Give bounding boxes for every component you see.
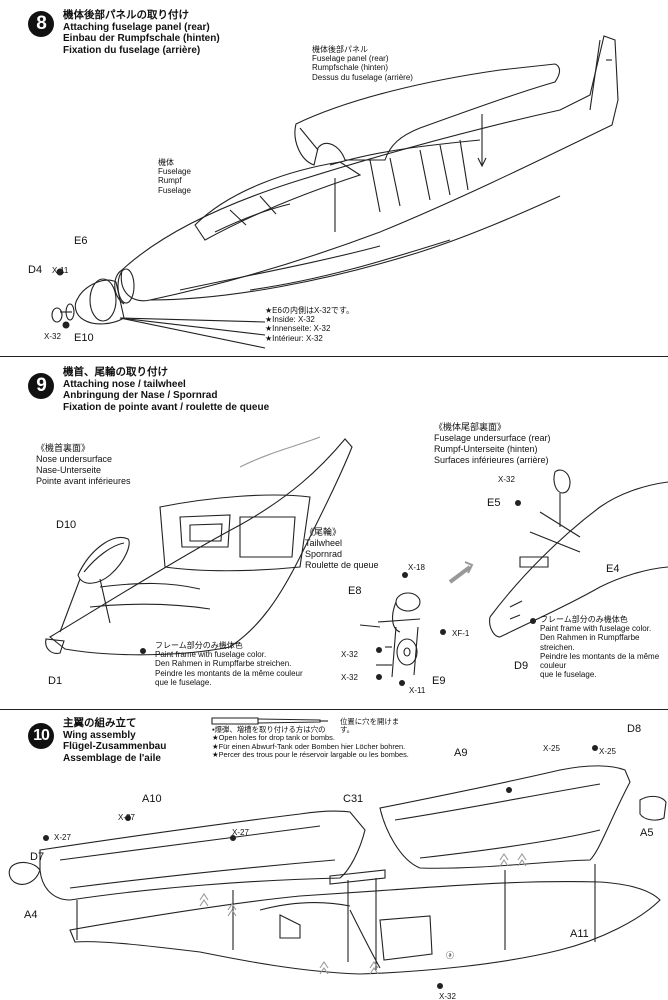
step-10-title: 主翼の組み立て Wing assembly Flügel-Zusammenbau… — [63, 717, 167, 764]
step-9: 9 機首、尾輪の取り付け Attaching nose / tailwheel … — [0, 357, 668, 709]
part-x27-c: X-27 — [232, 828, 249, 837]
step-8-title: 機体後部パネルの取り付け Attaching fuselage panel (r… — [63, 9, 220, 56]
part-d1: D1 — [48, 675, 63, 687]
tailwheel-callout: 《尾輪》 Tailwheel Spornrad Roulette de queu… — [305, 527, 379, 570]
part-a9: A9 — [454, 747, 468, 759]
nose-tailwheel-drawing — [45, 436, 668, 686]
fuselage-drawing — [51, 35, 619, 349]
part-a10: A10 — [142, 793, 162, 805]
part-x25-b: X-25 — [599, 747, 616, 756]
part-x18: X-18 — [408, 563, 425, 572]
part-e9: E9 — [432, 675, 446, 687]
part-a4: A4 — [24, 909, 38, 921]
part-x32-b: X-32 — [341, 673, 358, 682]
wing-drawing — [8, 717, 667, 989]
step-10: 10 主翼の組み立て Wing assembly Flügel-Zusammen… — [0, 710, 668, 1000]
panel-callout: 機体後部パネル Fuselage panel (rear) Rumpfschal… — [312, 45, 413, 82]
part-x27-b: X-27 — [118, 813, 135, 822]
nose-callout: 《機首裏面》 Nose undersurface Nase-Unterseite… — [36, 443, 131, 486]
part-d10: D10 — [56, 519, 77, 531]
part-x32: X-32 — [44, 332, 61, 341]
step-9-title: 機首、尾輪の取り付け Attaching nose / tailwheel An… — [63, 366, 270, 413]
part-a5: A5 — [640, 827, 654, 839]
part-x27-a: X-27 — [54, 833, 71, 842]
part-e5: E5 — [487, 497, 501, 509]
part-xf1: XF-1 — [452, 629, 470, 638]
part-x32-a: X-32 — [341, 650, 358, 659]
part-x25-a: X-25 — [543, 744, 560, 753]
part-x11: X-11 — [52, 266, 69, 275]
step-divider — [0, 709, 668, 710]
part-d8: D8 — [627, 723, 642, 735]
part-e8: E8 — [348, 585, 362, 597]
step-10-number: 10 — [28, 723, 54, 749]
drill-note: ▪爆弾、増槽を取り付ける方は穴の 位置に穴を開けます。 ★Open holes … — [212, 717, 409, 760]
part-d9: D9 — [514, 660, 529, 672]
part-e6: E6 — [74, 235, 88, 247]
part-x32-c: X-32 — [498, 475, 515, 484]
step-8: 8 機体後部パネルの取り付け Attaching fuselage panel … — [0, 0, 668, 356]
part-x11: X-11 — [409, 686, 426, 695]
part-a11: A11 — [570, 928, 589, 940]
part-hole-a: ⓐ — [446, 951, 454, 960]
paint-note: ★E6の内側はX-32です。 ★Inside: X-32 ★Innenseite… — [265, 306, 355, 343]
step-divider — [0, 356, 668, 357]
rear-undersurface-callout: 《機体尾部裏面》 Fuselage undersurface (rear) Ru… — [434, 422, 551, 465]
step-9-number: 9 — [28, 373, 54, 399]
part-c31: C31 — [343, 793, 364, 805]
fuselage-callout: 機体 Fuselage Rumpf Fuselage — [158, 158, 191, 195]
part-e4: E4 — [606, 563, 620, 575]
part-d7: D7 — [30, 851, 45, 863]
part-x32: X-32 — [439, 992, 456, 1000]
part-e10: E10 — [74, 332, 94, 344]
step-8-number: 8 — [28, 11, 54, 37]
frame-note-right: フレーム部分のみ機体色 Paint frame with fuselage co… — [540, 615, 660, 680]
part-d4: D4 — [28, 264, 43, 276]
frame-note: フレーム部分のみ機体色 Paint frame with fuselage co… — [155, 641, 303, 687]
